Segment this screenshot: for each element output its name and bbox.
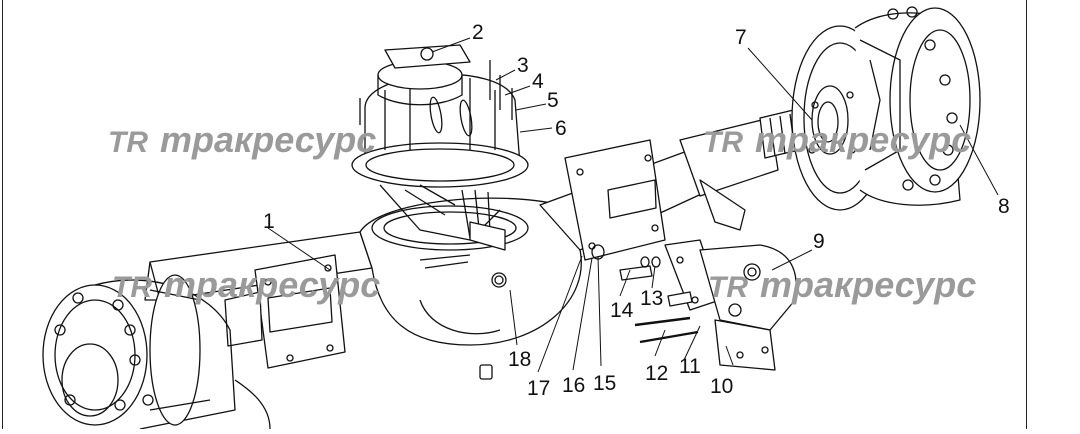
callout-6: 6: [555, 117, 567, 140]
watermark-4: TR тракресурс: [708, 264, 976, 305]
callout-11: 11: [679, 355, 701, 378]
left-wheel-hub: [42, 274, 271, 430]
callout-9: 9: [813, 230, 825, 253]
callout-13: 13: [640, 287, 663, 310]
frame-left-border: [2, 0, 3, 429]
watermark-mark: TR: [703, 126, 743, 159]
callout-18: 18: [508, 348, 531, 371]
axle-housing: [144, 117, 779, 380]
differential-assembly: [351, 44, 529, 269]
watermark-1: TR тракресурс: [108, 119, 376, 160]
callout-4: 4: [532, 70, 544, 93]
callout-17: 17: [527, 377, 550, 400]
callout-12: 12: [645, 362, 668, 385]
watermark-mark: TR: [108, 126, 148, 159]
watermark-text: тракресурс: [755, 119, 971, 160]
callout-10: 10: [710, 375, 733, 398]
callout-3: 3: [517, 54, 529, 77]
frame-right-border: [1026, 0, 1027, 429]
leader-lines: [267, 37, 999, 373]
callout-5: 5: [547, 89, 559, 112]
watermark-3: TR тракресурс: [112, 264, 380, 305]
right-wheel-hub: [759, 6, 981, 211]
callout-2: 2: [472, 21, 484, 44]
callout-15: 15: [593, 372, 616, 395]
watermark-text: тракресурс: [160, 119, 376, 160]
watermark-mark: TR: [112, 271, 152, 304]
watermark-mark: TR: [708, 271, 748, 304]
callout-1: 1: [263, 210, 275, 233]
brake-caliper-assembly: [591, 239, 797, 371]
callout-14: 14: [610, 299, 634, 322]
watermark-2: TR тракресурс: [703, 119, 971, 160]
callout-7: 7: [735, 26, 747, 49]
watermark-text: тракресурс: [164, 264, 380, 305]
callout-16: 16: [562, 374, 585, 397]
watermark-text: тракресурс: [760, 264, 976, 305]
callout-8: 8: [998, 195, 1010, 218]
